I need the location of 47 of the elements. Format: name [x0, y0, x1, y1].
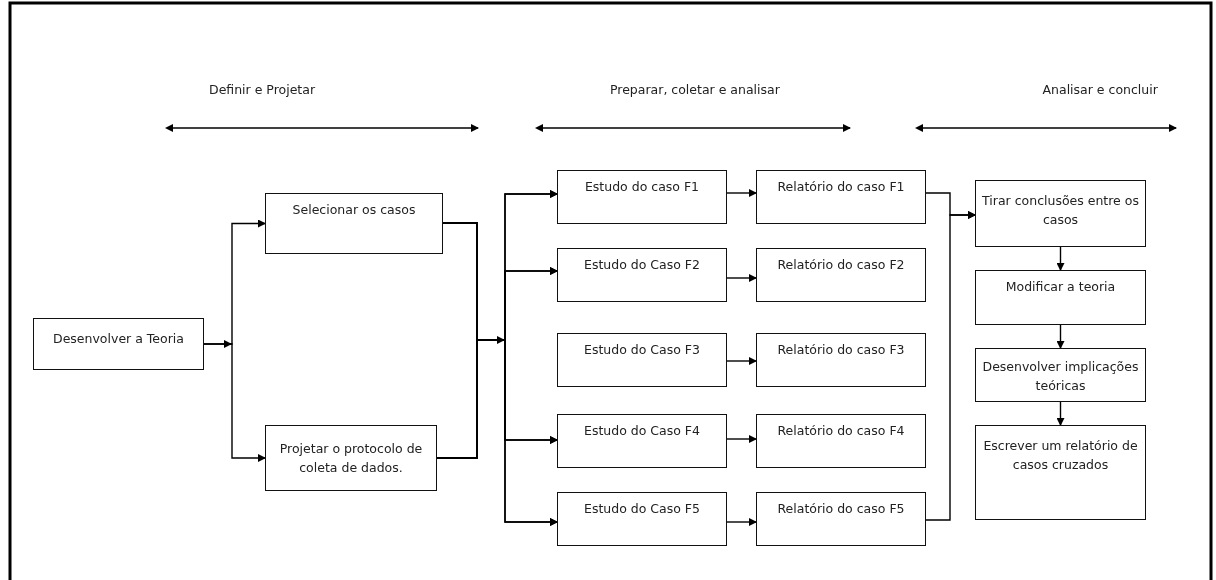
- process-box: [975, 425, 1146, 520]
- process-box: [265, 425, 437, 491]
- connector-arrow: [1056, 401, 1065, 426]
- process-box: [557, 170, 727, 224]
- process-box: [975, 180, 1146, 247]
- process-box: [756, 333, 926, 387]
- phase-label: Analisar e concluir: [1042, 82, 1158, 97]
- connector-arrow: [726, 357, 757, 365]
- process-box: [975, 348, 1146, 402]
- box-label: Estudo do Caso F2: [584, 256, 700, 274]
- box-label: Relatório do caso F2: [777, 256, 905, 274]
- process-box: [557, 333, 727, 387]
- process-box: [557, 248, 727, 302]
- connector-arrow: [726, 518, 757, 526]
- process-box: [33, 318, 204, 370]
- connector-arrow: [726, 274, 757, 282]
- process-box: [756, 248, 926, 302]
- box-label: Estudo do Caso F4: [584, 422, 700, 440]
- phase-label: Preparar, coletar e analisar: [610, 82, 780, 97]
- box-label: Relatório do caso F3: [777, 341, 905, 359]
- connector-arrow: [1056, 246, 1065, 271]
- box-label: Projetar o protocolo de coleta de dados.: [278, 440, 424, 478]
- box-label: Desenvolver implicações teóricas: [981, 358, 1140, 396]
- box-label: Relatório do caso F5: [777, 500, 905, 518]
- connector-arrow: [1056, 324, 1065, 349]
- connector-arrow: [203, 219, 266, 345]
- box-label: Escrever um relatório de casos cruzados: [982, 437, 1139, 475]
- process-box: [756, 492, 926, 546]
- box-label: Modificar a teoria: [1005, 278, 1116, 296]
- phase-label: Definir e Projetar: [209, 82, 316, 97]
- process-box: [557, 414, 727, 468]
- process-box: [756, 414, 926, 468]
- box-label: Desenvolver a Teoria: [53, 330, 184, 348]
- box-label: Tirar conclusões entre os casos: [981, 192, 1140, 230]
- box-label: Relatório do caso F4: [777, 422, 905, 440]
- box-label: Selecionar os casos: [292, 201, 416, 219]
- connector-arrow: [726, 189, 757, 197]
- connector-arrow: [925, 192, 976, 219]
- box-label: Estudo do Caso F5: [584, 500, 700, 518]
- process-box: [557, 492, 727, 546]
- box-label: Relatório do caso F1: [777, 178, 905, 196]
- box-label: Estudo do Caso F3: [584, 341, 700, 359]
- connector-arrow: [726, 435, 757, 443]
- process-box: [756, 170, 926, 224]
- process-box: [265, 193, 443, 254]
- process-box: [975, 270, 1146, 325]
- box-label: Estudo do caso F1: [584, 178, 700, 196]
